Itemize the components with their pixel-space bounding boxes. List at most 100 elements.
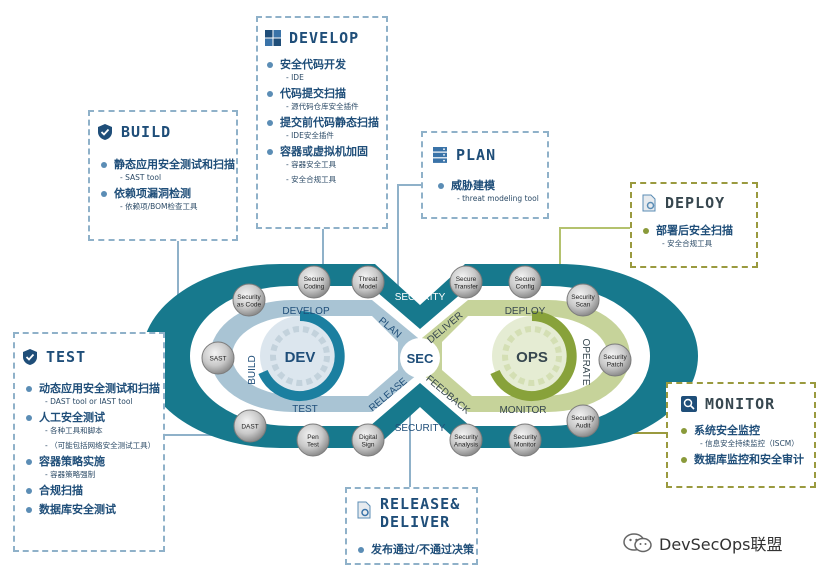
shield-check-icon (23, 349, 37, 365)
deploy-title-text: DEPLOY (665, 194, 726, 212)
test-sub-item: 容器策略强制 (25, 469, 160, 480)
develop-sub-item: 容器安全工具 (266, 159, 379, 170)
badge-label: SAST (210, 356, 227, 363)
plan-items: 威胁建模threat modeling tool (437, 179, 539, 208)
badge-label: Model (359, 283, 377, 290)
test-item: 合规扫描 (25, 484, 160, 498)
badge-label: Sign (361, 441, 374, 448)
develop-box: DEVELOP 安全代码开发IDE代码提交扫描源代码仓库安全插件提交前代码静态扫… (256, 16, 388, 229)
badge-dast: DAST (233, 409, 267, 443)
badge-label: Analysis (454, 441, 479, 448)
sec-center (400, 338, 440, 378)
badge-label: Audit (576, 422, 591, 429)
test-title: TEST (21, 348, 86, 366)
test-sub-item: （可能包括网络安全测试工具） (25, 440, 160, 451)
build-item: 依赖项漏洞检测 (100, 187, 235, 201)
release-title-line1: RELEASE& (380, 495, 461, 513)
build-title: BUILD (96, 123, 171, 141)
develop-sub-item: 安全合规工具 (266, 174, 379, 185)
badge-label: Security (571, 415, 595, 422)
test-sub-item: DAST tool or IAST tool (25, 396, 160, 407)
test-items: 动态应用安全测试和扫描DAST tool or IAST tool人工安全测试各… (25, 382, 160, 521)
phase-deploy: DEPLOY (505, 306, 546, 317)
test-title-text: TEST (46, 348, 87, 366)
phase-develop: DEVELOP (282, 306, 330, 317)
monitor-search-icon (681, 396, 697, 412)
plan-title-text: PLAN (456, 146, 497, 164)
monitor-sub-item: 信息安全持续监控（ISCM） (680, 438, 804, 449)
badge-label: Coding (304, 283, 325, 290)
document-refresh-icon (357, 501, 371, 519)
badge-sast: SAST (201, 341, 235, 375)
badge-label: as Code (237, 301, 262, 308)
release-title: RELEASE& DELIVER (355, 495, 460, 531)
badge-label: Security (603, 354, 627, 361)
deploy-sub-item: 安全合规工具 (642, 238, 733, 249)
plan-box: PLAN 威胁建模threat modeling tool (421, 131, 549, 219)
deploy-box: DEPLOY 部署后安全扫描安全合规工具 (630, 182, 758, 268)
badge-label: Digital (359, 434, 378, 441)
develop-item: 容器或虚拟机加固 (266, 145, 379, 159)
badge-label: Threat (359, 276, 378, 283)
deploy-items: 部署后安全扫描安全合规工具 (642, 224, 733, 253)
badge-label: DAST (241, 424, 258, 431)
badge-label: Security (513, 434, 537, 441)
develop-sub-item: IDE (266, 72, 379, 83)
badge-label: Scan (576, 301, 591, 308)
develop-items: 安全代码开发IDE代码提交扫描源代码仓库安全插件提交前代码静态扫描IDE安全插件… (266, 58, 379, 189)
release-title-line2: DELIVER (380, 513, 451, 531)
monitor-item: 数据库监控和安全审计 (680, 453, 804, 467)
deploy-item: 部署后安全扫描 (642, 224, 733, 238)
ops-circle (490, 311, 577, 401)
develop-item: 代码提交扫描 (266, 87, 379, 101)
badge-label: Security (571, 294, 595, 301)
plan-item: 威胁建模 (437, 179, 539, 193)
release-deliver-box: RELEASE& DELIVER 发布通过/不通过决策 (345, 487, 478, 565)
build-item: 静态应用安全测试和扫描 (100, 158, 235, 172)
monitor-items: 系统安全监控信息安全持续监控（ISCM） 数据库监控和安全审计 (680, 424, 804, 471)
badge-label: Transfer (454, 283, 479, 290)
dev-label: DEV (285, 349, 316, 366)
develop-item: 安全代码开发 (266, 58, 379, 72)
badge-label: Monitor (514, 441, 537, 448)
develop-sub-item: IDE安全插件 (266, 130, 379, 141)
badge-label: Secure (515, 276, 536, 283)
server-stack-icon (433, 147, 447, 163)
develop-item: 提交前代码静态扫描 (266, 116, 379, 130)
phase-monitor: MONITOR (499, 405, 546, 416)
badge-label: Patch (607, 361, 624, 368)
plan-title: PLAN (431, 146, 496, 164)
monitor-item: 系统安全监控 (680, 424, 804, 438)
badge-label: Config (516, 283, 535, 290)
test-sub-item: 各种工具和脚本 (25, 425, 160, 436)
dev-circle (258, 311, 345, 401)
watermark: DevSecOps联盟 (623, 531, 783, 555)
badge-label: Secure (456, 276, 477, 283)
release-item: 发布通过/不通过决策 (357, 543, 474, 557)
build-title-text: BUILD (121, 123, 172, 141)
wechat-icon (623, 533, 652, 553)
badge-label: Pen (307, 434, 319, 441)
test-item: 数据库安全测试 (25, 503, 160, 517)
phase-build: BUILD (247, 355, 258, 384)
test-item: 人工安全测试 (25, 411, 160, 425)
badge-label: Security (237, 294, 261, 301)
security-bottom-label: SECURITY (395, 423, 446, 434)
release-items: 发布通过/不通过决策 (357, 543, 474, 561)
watermark-text: DevSecOps联盟 (659, 535, 783, 554)
badge-label: Secure (304, 276, 325, 283)
build-items: 静态应用安全测试和扫描SAST tool依赖项漏洞检测依赖项/BOM检查工具 (100, 158, 235, 216)
develop-title-text: DEVELOP (289, 29, 360, 47)
build-sub-item: 依赖项/BOM检查工具 (100, 201, 235, 212)
monitor-title: MONITOR (680, 395, 775, 413)
security-top-label: SECURITY (395, 292, 446, 303)
deploy-title: DEPLOY (640, 194, 725, 212)
